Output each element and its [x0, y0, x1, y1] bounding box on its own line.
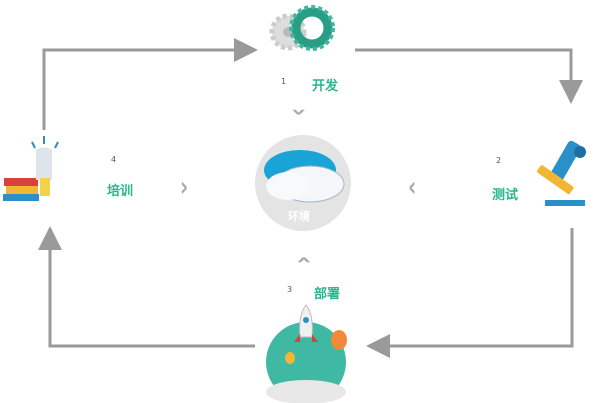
step-1-label: 开发	[312, 79, 339, 94]
step-4-label: 培训	[107, 184, 134, 199]
chevron-right-icon: ›	[180, 169, 189, 203]
books-icon	[3, 136, 59, 201]
rocket-icon	[266, 304, 347, 403]
chevron-up-icon: ›	[285, 255, 319, 265]
step-2-number: 2	[496, 156, 502, 165]
arrow-train-to-dev	[42, 38, 258, 130]
microscope-icon	[537, 140, 586, 206]
arrow-dev-to-test	[355, 48, 583, 104]
arrow-deploy-to-train	[38, 226, 255, 348]
arrow-test-to-deploy	[366, 228, 574, 358]
step-3-label: 部署	[314, 287, 341, 302]
step-4-number: 4	[111, 155, 117, 164]
cloud-icon	[255, 135, 351, 231]
center-label: 环境	[288, 210, 310, 223]
chevron-left-icon: ‹	[408, 169, 417, 203]
step-1-number: 1	[281, 77, 287, 86]
step-2-label: 测试	[492, 188, 519, 203]
gears-icon	[269, 5, 335, 51]
step-3-number: 3	[287, 285, 293, 294]
chevron-down-icon: ›	[283, 107, 317, 117]
